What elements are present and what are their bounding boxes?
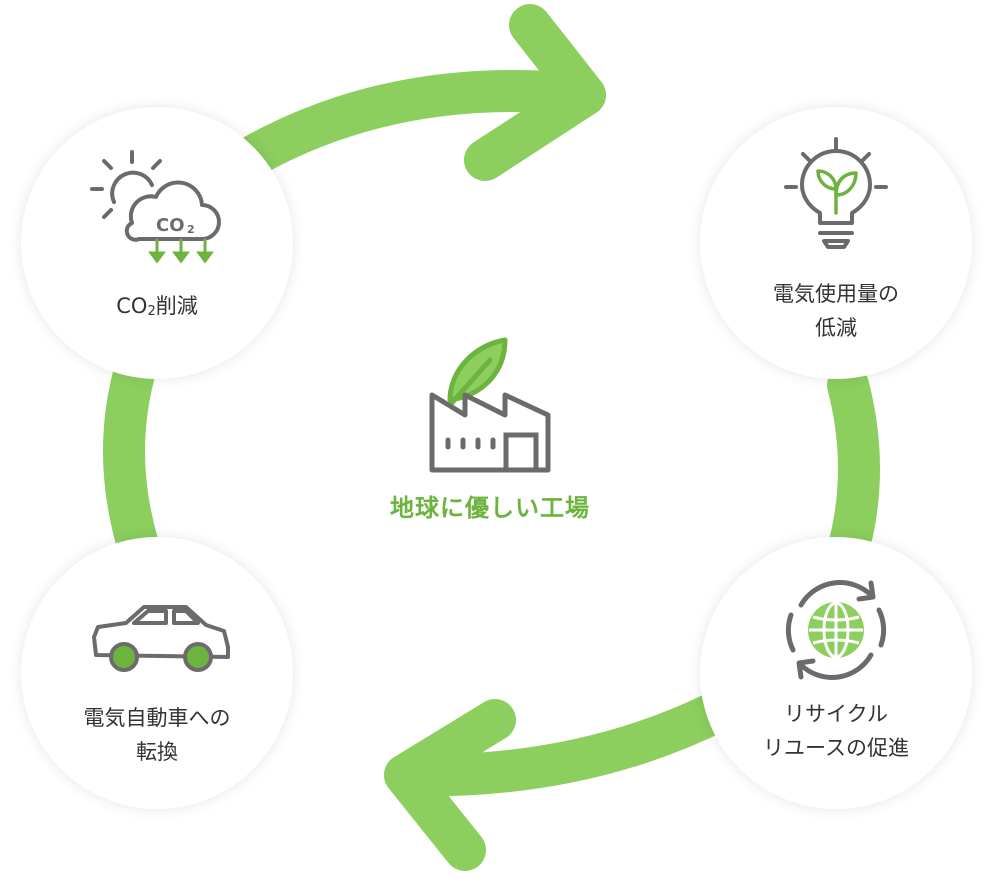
- arrow-left: [103, 339, 159, 566]
- node-recycle-reuse: リサイクル リユースの促進: [700, 537, 972, 809]
- recycle-line2: リユースの促進: [763, 736, 909, 760]
- node-co2-reduction: CO 2 CO2削減: [21, 107, 293, 379]
- co2-cloud-sub: 2: [187, 223, 195, 236]
- node-electricity-label: 電気使用量の 低減: [700, 277, 972, 345]
- lightbulb-leaf-icon: [784, 137, 888, 249]
- recycle-globe-icon: [785, 580, 887, 680]
- arrow-top-head: [464, 4, 606, 181]
- node-recycle-label: リサイクル リユースの促進: [700, 697, 972, 765]
- node-ev-transition: 電気自動車への 転換: [21, 537, 293, 809]
- node-ev-label: 電気自動車への 転換: [21, 701, 293, 769]
- eco-factory-icon: [429, 337, 551, 473]
- co2-cloud-icon: CO 2: [90, 150, 221, 264]
- node-co2-label: CO2削減: [21, 289, 293, 329]
- node-electricity-reduction: 電気使用量の 低減: [700, 107, 972, 379]
- arrow-bottom-head: [384, 699, 516, 871]
- co2-suffix: 削減: [155, 294, 198, 318]
- arrow-right: [827, 364, 880, 571]
- ev-line1: 電気自動車への: [83, 706, 231, 730]
- arrow-top: [234, 70, 606, 176]
- co2-sub: 2: [147, 304, 156, 319]
- ev-line2: 転換: [136, 740, 178, 764]
- co2-cloud-text: CO: [156, 215, 185, 236]
- electricity-line2: 低減: [815, 316, 857, 340]
- arrow-bottom: [384, 689, 741, 797]
- electricity-line1: 電気使用量の: [773, 282, 899, 306]
- electric-car-icon: [92, 605, 230, 672]
- co2-prefix: CO: [116, 294, 148, 318]
- recycle-line1: リサイクル: [784, 702, 888, 726]
- center-title: 地球に優しい工場: [390, 494, 590, 522]
